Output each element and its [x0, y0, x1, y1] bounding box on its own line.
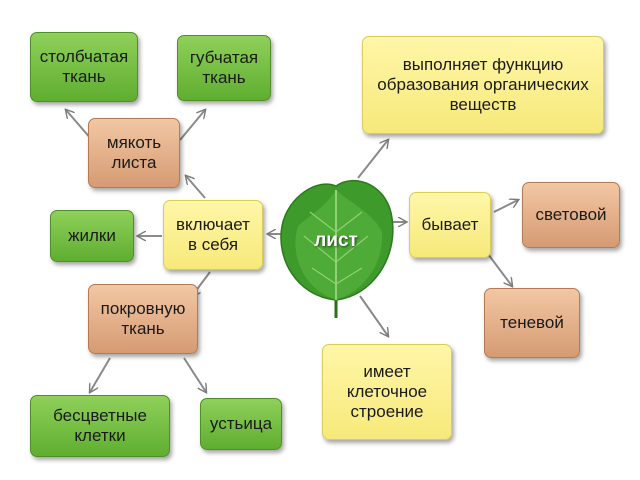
node-vklyuchaet: включает в себя [163, 200, 263, 270]
node-svetovoy: световой [522, 182, 620, 248]
arrow-byvaet-to-svetovoy [493, 200, 518, 213]
node-tenevoy: теневой [484, 288, 580, 358]
node-ustsitsa: устьица [200, 398, 282, 450]
arrow-myakot-to-gubchataya [179, 110, 205, 141]
arrow-vklyuchaet-to-myakot [186, 176, 206, 199]
node-bestsvetnye: бесцветные клетки [30, 395, 170, 457]
node-gubchataya: губчатая ткань [177, 35, 271, 101]
node-pokrovnaya: покровную ткань [88, 284, 198, 354]
node-byvaet: бывает [409, 192, 491, 258]
arrow-myakot-to-stolbchataya [66, 110, 93, 141]
node-kletochnoe: имеет клеточное строение [322, 344, 452, 440]
node-zhilki: жилки [50, 210, 134, 262]
arrow-leaf-to-funktsiya [357, 140, 388, 179]
arrow-pokrovnaya-to-ustsitsa [183, 357, 206, 392]
node-myakot: мякоть листа [88, 118, 180, 188]
arrow-pokrovnaya-to-bestsvetnye [90, 357, 111, 392]
arrow-leaf-to-kletochnoe [359, 295, 388, 336]
leaf-icon [280, 179, 394, 318]
center-leaf-label: лист [314, 230, 358, 251]
node-funktsiya: выполняет функцию образования органическ… [362, 36, 604, 134]
node-stolbchataya: столбчатая ткань [30, 32, 138, 102]
arrow-byvaet-to-tenevoy [487, 253, 512, 286]
